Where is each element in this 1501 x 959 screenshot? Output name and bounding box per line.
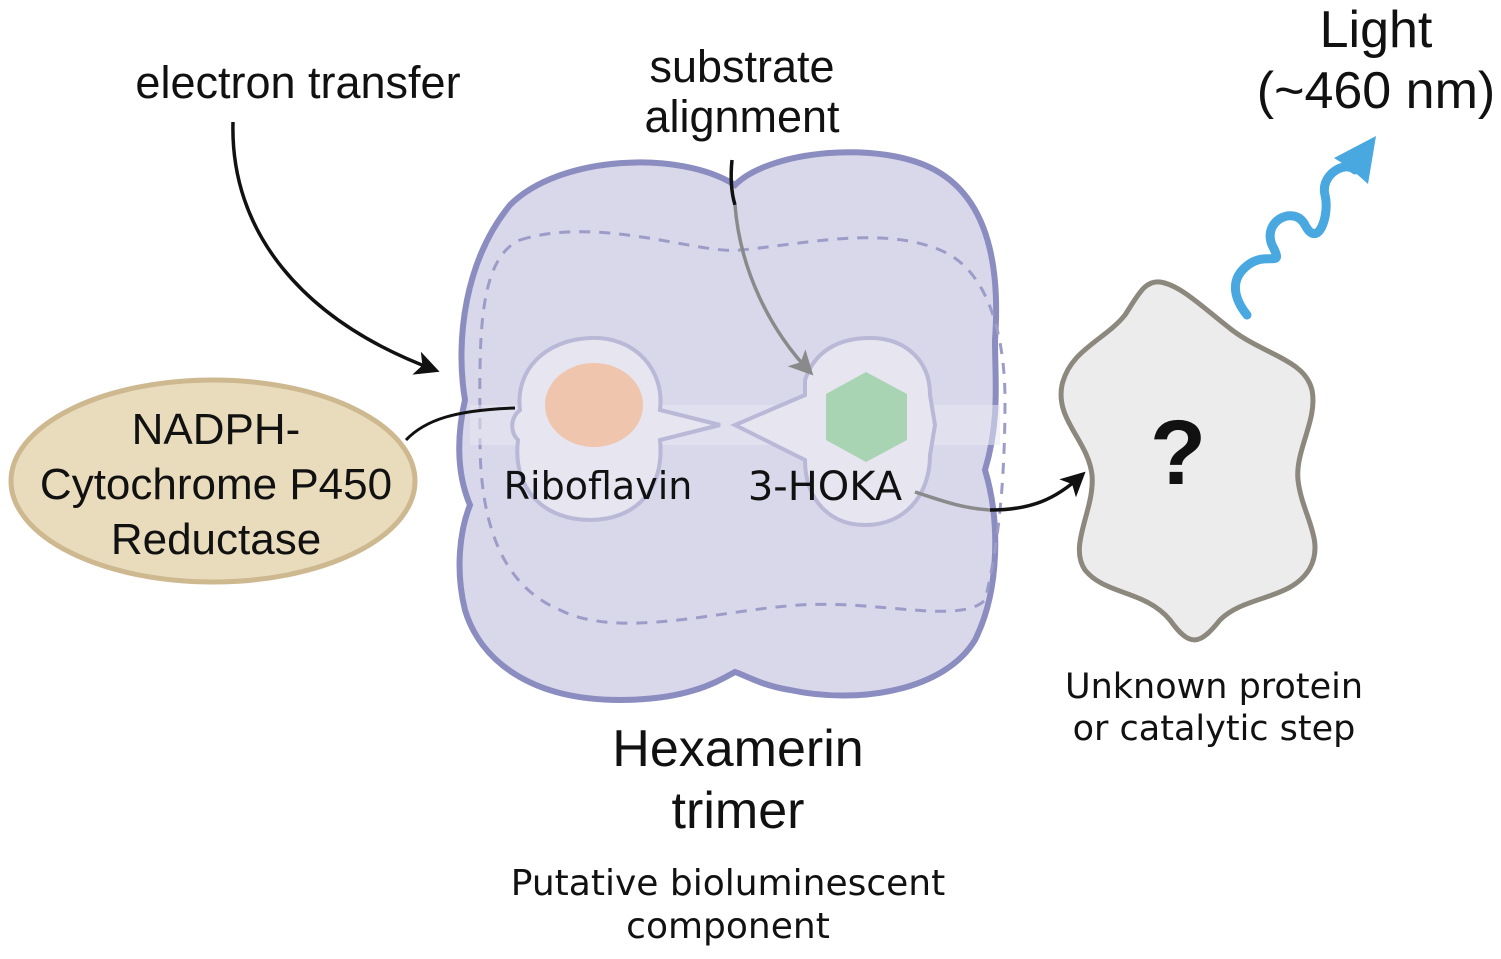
hexamerin-title: Hexamerin trimer	[612, 720, 864, 841]
hoka-to-unknown-arrow	[989, 471, 1086, 512]
unknown-caption: Unknown protein or catalytic step	[1064, 667, 1364, 749]
riboflavin-molecule	[545, 363, 643, 447]
electron-transfer-label: electron transfer	[135, 57, 461, 108]
substrate-alignment-arrow	[733, 204, 814, 376]
riboflavin-label: Riboflavin	[503, 464, 693, 508]
substrate-alignment-label: substrate alignment	[644, 41, 840, 143]
hexamerin-inner-dashed-outline	[478, 230, 1007, 625]
light-label: Light (~460 nm)	[1256, 1, 1496, 121]
light-arrowhead	[1334, 136, 1376, 184]
unknown-symbol: ?	[1149, 402, 1207, 504]
hexamerin-subtitle: Putative bioluminescent component	[510, 863, 946, 948]
electron-transfer-arrow	[231, 121, 440, 375]
reductase-ellipse	[8, 377, 418, 585]
reductase-label: NADPH- Cytochrome P450 Reductase	[39, 405, 393, 564]
reductase-connector	[404, 406, 516, 442]
unknown-protein-shape	[1058, 279, 1318, 643]
substrate-alignment-arrow-top	[729, 159, 737, 206]
hoka-molecule	[826, 372, 907, 462]
hoka-to-unknown-arrow-inner	[914, 490, 991, 512]
hoka-label: 3-HOKA	[747, 464, 903, 510]
light-wave	[1230, 162, 1360, 320]
